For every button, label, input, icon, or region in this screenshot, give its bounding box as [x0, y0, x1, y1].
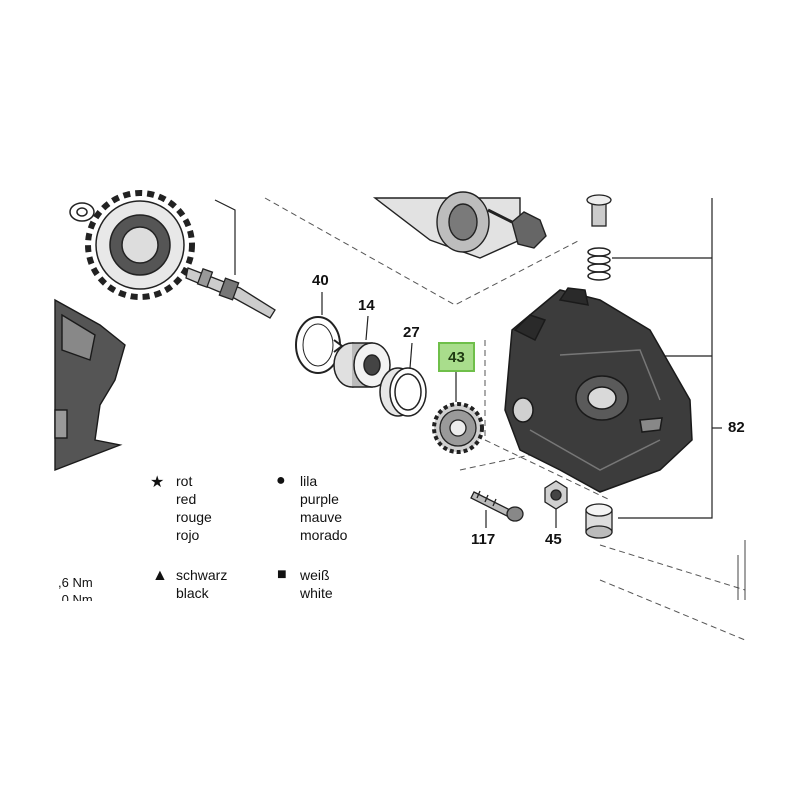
circle-icon: ●: [276, 472, 286, 489]
screw-part: [470, 490, 524, 522]
page-edge-fragments: [737, 540, 746, 600]
hex-nut-part: [544, 480, 568, 510]
ring-sleeve-part: [379, 367, 427, 417]
legend-purple-line: purple: [300, 491, 339, 507]
legend-black-line: schwarz: [176, 567, 228, 583]
legend-white-line: white: [300, 585, 333, 601]
gear-head-housing-part: [504, 287, 693, 493]
triangle-icon: ▲: [152, 567, 168, 584]
callout-27: 27: [403, 324, 420, 341]
callout-40: 40: [312, 272, 329, 289]
spring-part: [587, 247, 611, 281]
assembly-guide-lines: [264, 197, 746, 641]
legend-black: schwarz black: [176, 566, 227, 602]
ring-gear-part: [69, 190, 195, 300]
legend-black-line: black: [176, 585, 209, 601]
bushing-part: [585, 503, 613, 539]
legend-white-line: weiß: [300, 567, 330, 583]
legend-purple-line: lila: [300, 473, 318, 489]
pin-part: [586, 194, 612, 227]
legend-purple-line: mauve: [300, 509, 343, 525]
star-icon: ★: [150, 474, 165, 491]
legend-red-line: rot: [176, 473, 193, 489]
callout-45: 45: [545, 531, 562, 548]
legend-red: rot red rouge rojo: [176, 472, 212, 544]
square-icon: ■: [277, 566, 287, 583]
legend-red-line: red: [176, 491, 197, 507]
motor-housing-part: [372, 191, 547, 259]
bevel-gear-part: [432, 402, 484, 454]
legend-red-line: rouge: [176, 509, 212, 525]
torque-note: ,6 Nm ,0 Nm: [58, 574, 93, 601]
torque-line: ,0 Nm: [58, 592, 93, 601]
ball-bearing-part: [333, 342, 391, 388]
shaft-part: [185, 267, 276, 319]
callout-43-highlighted: 43: [438, 342, 475, 372]
legend-purple-line: morado: [300, 527, 348, 543]
legend-white: weiß white: [300, 566, 333, 602]
side-housing-part: [54, 298, 126, 472]
callout-82: 82: [728, 419, 745, 436]
callout-14: 14: [358, 297, 375, 314]
legend-red-line: rojo: [176, 527, 200, 543]
legend-purple: lila purple mauve morado: [300, 472, 347, 544]
torque-line: ,6 Nm: [58, 575, 93, 590]
retaining-ring-part: [295, 316, 344, 374]
callout-117: 117: [471, 531, 496, 548]
